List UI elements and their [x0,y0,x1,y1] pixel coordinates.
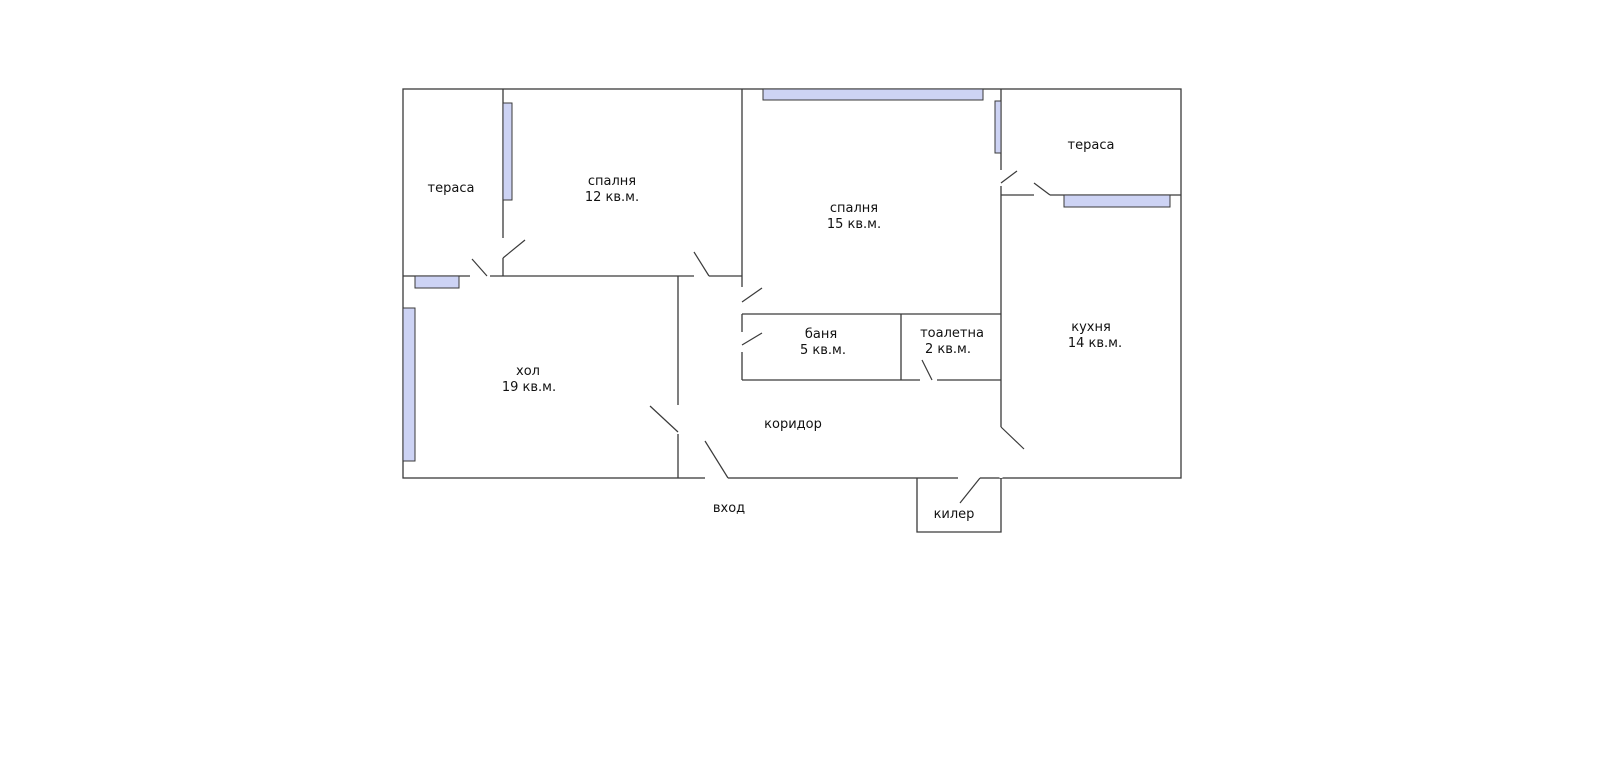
door-bathroom [741,332,763,346]
label-bedroom-large-area: 15 кв.м. [827,217,881,232]
door-living [649,405,679,433]
door-bedroom-large [741,287,763,303]
label-toilet-name: тоалетна [920,326,984,341]
label-living-area: 19 кв.м. [502,380,556,395]
window-living [402,307,416,462]
label-bathroom-name: баня [805,327,837,342]
door-kitchen [1000,426,1025,450]
label-kitchen-name: кухня [1071,320,1111,335]
label-bedroom-large-name: спалня [830,201,878,216]
doors [471,170,1051,504]
door-bedroom-small [502,239,526,259]
label-bedroom-small-area: 12 кв.м. [585,190,639,205]
door-entrance [704,440,729,479]
window-bedroom-large [762,88,984,101]
window-bedroom-small [502,102,513,201]
windows [402,88,1171,462]
window-terrace-left [414,275,460,289]
door-terrace-right-2 [1033,182,1051,196]
label-kitchen-area: 14 кв.м. [1068,336,1122,351]
pantry-walls [916,478,1002,533]
label-bathroom-area: 5 кв.м. [800,343,846,358]
door-bedroom-small-corridor [693,251,710,277]
openings [705,455,1003,480]
door-toilet [921,359,933,381]
label-toilet-area: 2 кв.м. [925,342,971,357]
label-corridor: коридор [764,417,822,432]
door-terrace-right [1000,170,1018,184]
door-pantry [959,477,981,504]
label-terrace-left: тераса [428,181,475,196]
label-terrace-right: тераса [1068,138,1115,153]
label-entrance: вход [713,501,745,516]
window-bedroom-large-side [994,100,1002,154]
room-labels: тераса спалня 12 кв.м. спалня 15 кв.м. т… [428,138,1123,522]
door-terrace-left [471,258,488,277]
label-living-name: хол [516,364,540,379]
label-pantry: килер [934,507,975,522]
label-bedroom-small-name: спалня [588,174,636,189]
window-kitchen [1063,194,1171,208]
walls [402,88,1182,533]
